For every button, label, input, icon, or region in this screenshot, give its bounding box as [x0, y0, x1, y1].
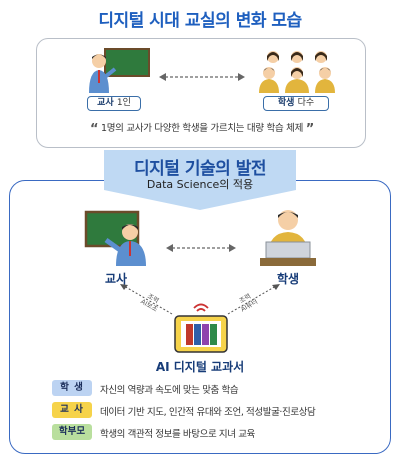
student-role-label: 학생: [276, 272, 300, 286]
quote-text: 1명의 교사가 다양한 학생을 가르치는 대량 학습 체제: [100, 123, 304, 134]
band-subtitle: Data Science의 적용: [146, 178, 254, 191]
interaction-arrow: [159, 73, 245, 81]
students-label: 학생: [277, 98, 295, 108]
teacher-role-label: 교사: [104, 272, 128, 286]
students-count-label: 학생 다수: [263, 96, 329, 111]
students-count: 다수: [297, 98, 315, 108]
legend-text-student: 자신의 역량과 속도에 맞는 맞춤 학습: [100, 385, 239, 396]
students-group-illustration: [259, 51, 335, 93]
band-title: 디지털 기술의 발전: [134, 159, 266, 179]
quote-close-mark: ”: [305, 122, 315, 137]
legend-text-teacher: 데이터 기반 지도, 인간적 유대와 조언, 적성발굴·진로상담: [100, 407, 316, 418]
quote-open-mark: “: [90, 122, 99, 137]
legend-row-teacher: 교 사 데이터 기반 지도, 인간적 유대와 조언, 적성발굴·진로상담: [52, 402, 362, 420]
legend-tag-teacher: 교 사: [52, 402, 92, 418]
legend-row-student: 학 생 자신의 역량과 속도에 맞는 맞춤 학습: [52, 380, 362, 398]
ai-textbook-icon: [174, 303, 228, 353]
teacher-student-arrow: [166, 244, 236, 252]
teacher-illustration: [84, 210, 146, 266]
page-title: 디지털 시대 교실의 변화 모습: [98, 11, 302, 31]
mass-learning-quote: “ 1명의 교사가 다양한 학생을 가르치는 대량 학습 체제 ”: [37, 120, 367, 137]
legend-text-parent: 학생의 객관적 정보를 바탕으로 지녀 교육: [100, 429, 255, 440]
student-laptop-illustration: [260, 210, 316, 266]
legend-row-parent: 학부모 학생의 객관적 정보를 바탕으로 지녀 교육: [52, 424, 362, 442]
teacher-label: 교사: [97, 98, 114, 108]
legend-tag-student: 학 생: [52, 380, 92, 396]
development-arrow-band: [104, 150, 296, 210]
teacher-chalkboard-illustration: [89, 48, 150, 93]
ai-support-arrows: [120, 284, 280, 315]
teacher-count-label: 교사 1인: [87, 96, 141, 111]
traditional-classroom-panel: 교사 1인 학생 다수 “ 1명의 교사가 다양한 학생을 가르치는 대량 학습…: [36, 38, 366, 148]
legend-tag-parent: 학부모: [52, 424, 92, 440]
ai-textbook-label: AI 디지털 교과서: [155, 360, 245, 374]
teacher-count: 1인: [116, 98, 131, 108]
